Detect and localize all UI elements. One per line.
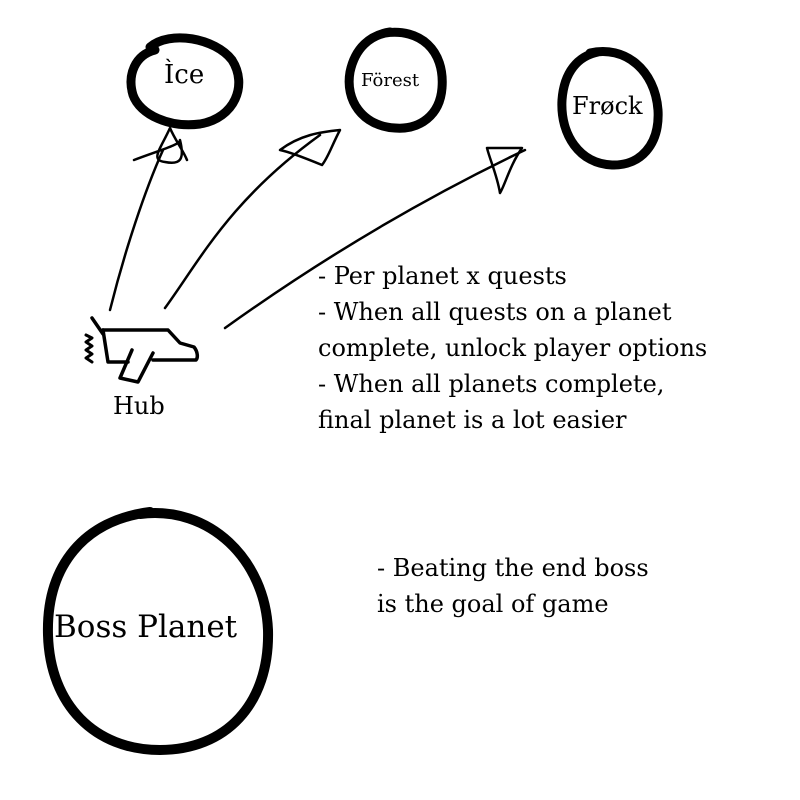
hub-label: Hub [113,392,165,420]
arrow-hub-to-ice [108,126,189,312]
spaceship-icon [84,316,200,384]
note-line: complete, unlock player options [318,334,708,362]
planet-boss-label: Boss Planet [54,609,238,645]
note-line: final planet is a lot easier [318,406,627,434]
planet-frock-circle [557,47,663,170]
note-line: is the goal of game [377,590,609,618]
note-line: - When all planets complete, [318,370,665,398]
planet-forest-circle [344,27,447,133]
note-line: - Per planet x quests [318,262,567,290]
planet-forest-label: Förest [361,70,420,91]
planet-frock-label: Frøck [572,92,643,120]
planet-boss-circle [42,507,274,755]
note-line: - Beating the end boss [377,554,649,582]
quest-notes: - Per planet x quests - When all quests … [318,258,707,438]
arrow-hub-to-forest [163,128,342,310]
note-line: - When all quests on a planet [318,298,672,326]
boss-notes: - Beating the end boss is the goal of ga… [377,550,649,622]
planet-ice-circle [126,33,244,130]
arrow-hub-to-frock [223,146,527,330]
planet-ice-label: Ìce [164,60,205,90]
